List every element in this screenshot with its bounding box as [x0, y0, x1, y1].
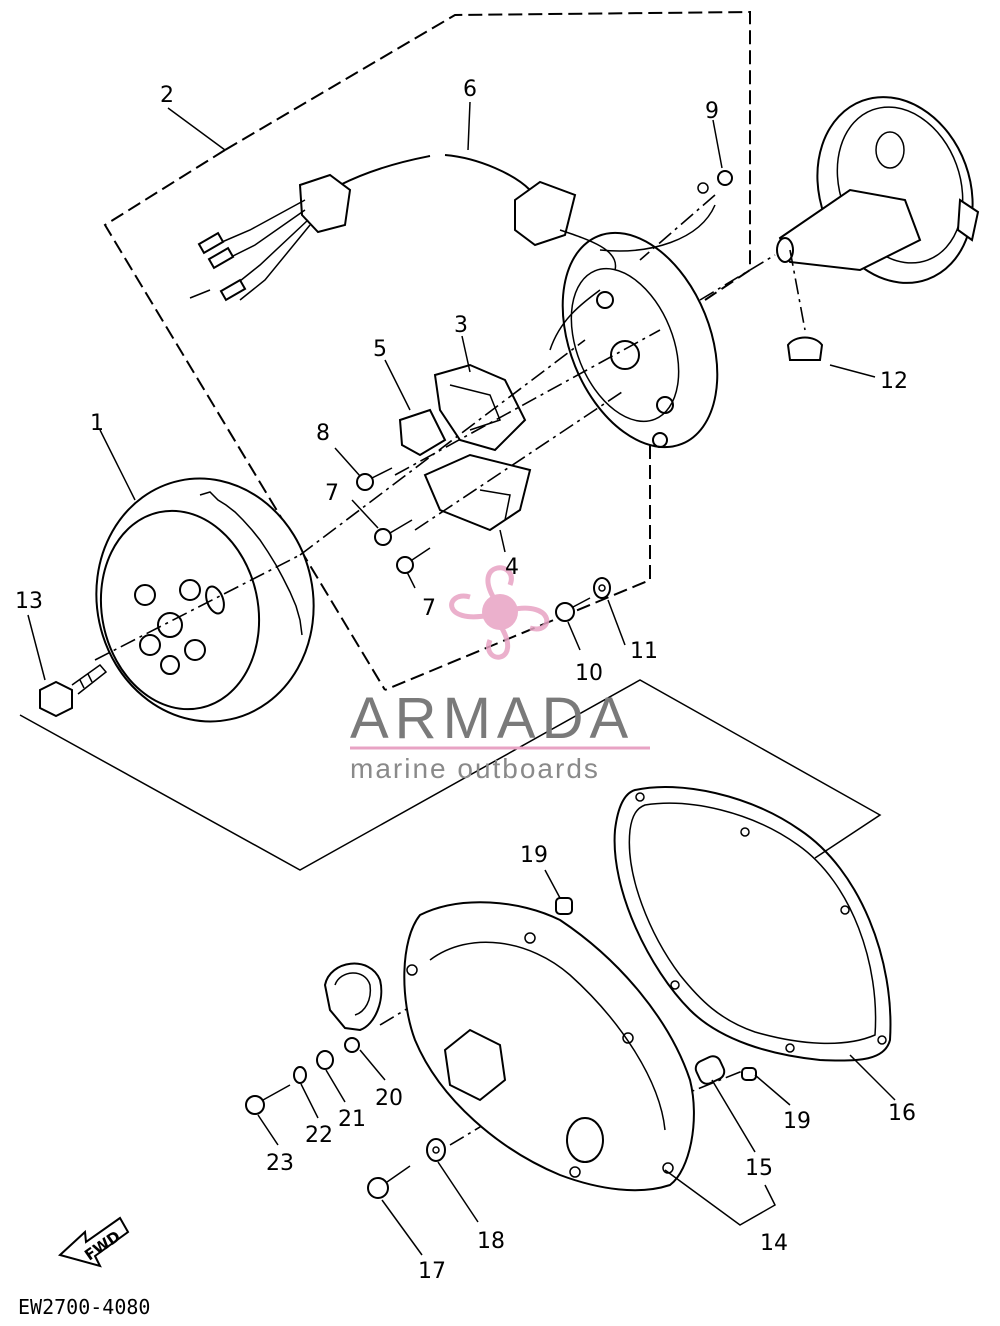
callout-22: 22 [305, 1123, 333, 1148]
wire-harness [189, 154, 716, 351]
woodruff-key [786, 336, 824, 361]
flywheel [95, 477, 315, 723]
callout-12: 12 [880, 369, 908, 394]
diagram-code: EW2700-4080 [18, 1295, 150, 1319]
flywheel-cover [403, 901, 695, 1192]
callout-7a: 7 [325, 481, 339, 506]
bolt-and-washer [555, 577, 611, 622]
lighting-coil [398, 408, 447, 457]
callout-6: 6 [463, 77, 477, 102]
callout-16: 16 [888, 1101, 916, 1126]
callout-15: 15 [745, 1156, 773, 1181]
cover-gasket [613, 785, 892, 1062]
watermark-subtitle: marine outboards [350, 753, 600, 784]
armada-watermark: ARMADA marine outboards [350, 565, 650, 784]
callout-7b: 7 [422, 596, 436, 621]
dowels [555, 897, 757, 1085]
pulser-coil [423, 453, 532, 532]
callout-1: 1 [90, 411, 104, 436]
stator-screws [356, 170, 733, 574]
callout-4: 4 [505, 555, 519, 580]
callout-18: 18 [477, 1229, 505, 1254]
clamp-assembly [245, 962, 383, 1115]
callout-17: 17 [418, 1259, 446, 1284]
callout-20: 20 [375, 1086, 403, 1111]
flywheel-bolt [39, 663, 108, 718]
callout-13: 13 [15, 589, 43, 614]
callout-10: 10 [575, 661, 603, 686]
propeller-logo-icon [449, 565, 550, 660]
fwd-arrow-icon: FWD [57, 1216, 130, 1268]
callout-21: 21 [338, 1107, 366, 1132]
callout-3: 3 [454, 313, 468, 338]
callout-14: 14 [760, 1231, 788, 1256]
lower-section-outline [19, 679, 882, 871]
cover-bolt-washer [367, 1138, 446, 1199]
callout-2: 2 [160, 83, 174, 108]
callout-5: 5 [373, 337, 387, 362]
callout-labels: 1 2 3 4 5 6 7 7 8 9 10 11 12 13 14 15 16… [15, 77, 916, 1284]
charge-coil [433, 363, 527, 452]
callout-9: 9 [705, 99, 719, 124]
callout-19a: 19 [520, 843, 548, 868]
callout-19b: 19 [783, 1109, 811, 1134]
callout-8: 8 [316, 421, 330, 446]
stator-base [561, 231, 719, 449]
rotor-hub [776, 96, 980, 284]
watermark-title: ARMADA [350, 686, 634, 751]
callout-11: 11 [630, 639, 658, 664]
callout-23: 23 [266, 1151, 294, 1176]
leader-lines [27, 101, 896, 1256]
